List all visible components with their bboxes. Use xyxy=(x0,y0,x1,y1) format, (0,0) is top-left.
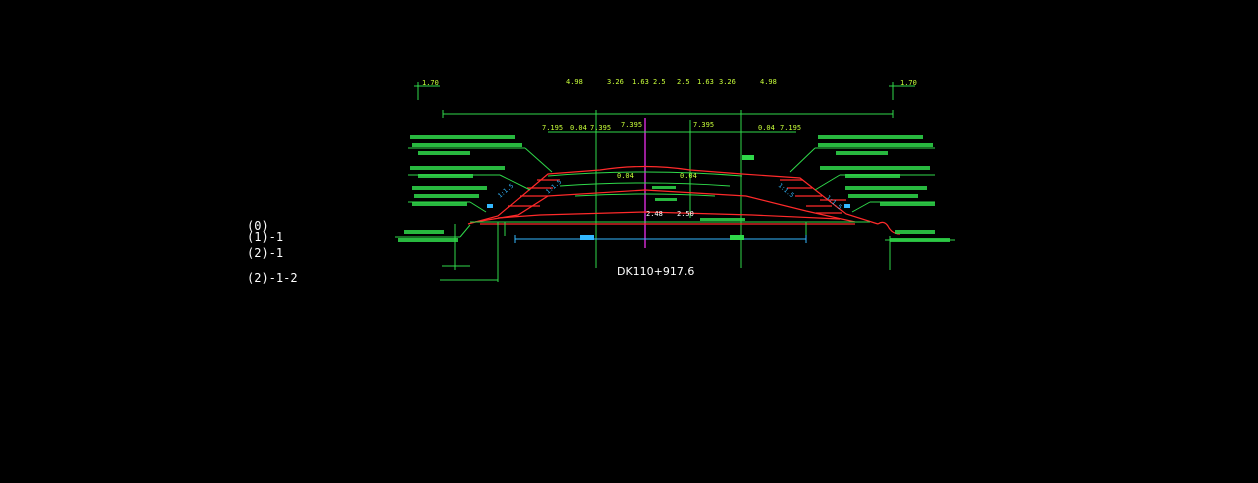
dim2-6: 0.04 xyxy=(758,124,775,132)
marker-right-slope xyxy=(844,204,850,208)
dim2-2: 0.04 xyxy=(570,124,587,132)
label-2-1: (2)-1 xyxy=(247,246,284,260)
elev-left: 1.70 xyxy=(422,79,439,87)
elev-right: 1.70 xyxy=(900,79,917,87)
annotation-text-blocks xyxy=(398,135,950,242)
bottom-width-dimension xyxy=(514,235,807,243)
marker-right xyxy=(730,235,744,240)
structure-layers xyxy=(440,171,891,282)
dim-5: 2.5 xyxy=(677,78,690,86)
label-0: (0) xyxy=(247,219,269,233)
slope-1: 1:1.5 xyxy=(497,182,516,199)
dim2-3: 7.395 xyxy=(590,124,611,132)
mid-3: 2.48 xyxy=(646,210,663,218)
dim-6: 1.63 xyxy=(697,78,714,86)
dim2-1: 7.195 xyxy=(542,124,563,132)
marker-left xyxy=(580,235,594,240)
mid-2: 0.04 xyxy=(680,172,697,180)
slope-4: 1:1.5 xyxy=(825,194,844,211)
dim-7: 3.26 xyxy=(719,78,736,86)
dim-4: 2.5 xyxy=(653,78,666,86)
mid-1: 0.04 xyxy=(617,172,634,180)
label-1-1: (1)-1 xyxy=(247,230,284,244)
dim2-7: 7.195 xyxy=(780,124,801,132)
mid-texts: 0.04 0.04 2.48 2.50 xyxy=(617,172,697,218)
embankment-outline xyxy=(467,165,901,235)
dim-1: 4.98 xyxy=(566,78,583,86)
station-label: DK110+917.6 xyxy=(617,265,695,278)
slope-2: 1:1.5 xyxy=(545,178,564,195)
label-2-1-2: (2)-1-2 xyxy=(247,271,298,285)
top-dimension-line xyxy=(414,82,915,118)
dim-8: 4.98 xyxy=(760,78,777,86)
mid-4: 2.50 xyxy=(677,210,694,218)
dim2-4: 7.395 xyxy=(621,121,642,129)
dim-3: 1.63 xyxy=(632,78,649,86)
second-dim-texts: 7.195 0.04 7.395 7.395 7.395 0.04 7.195 xyxy=(542,121,801,132)
marker-left-slope xyxy=(487,204,493,208)
top-dim-texts: 4.98 3.26 1.63 2.5 2.5 1.63 3.26 4.98 1.… xyxy=(422,78,917,87)
dim-2: 3.26 xyxy=(607,78,624,86)
marker-top xyxy=(742,155,754,160)
vertical-reference-lines xyxy=(595,110,742,268)
slope-3: 1:1.5 xyxy=(777,182,796,199)
dim2-5: 7.395 xyxy=(693,121,714,129)
